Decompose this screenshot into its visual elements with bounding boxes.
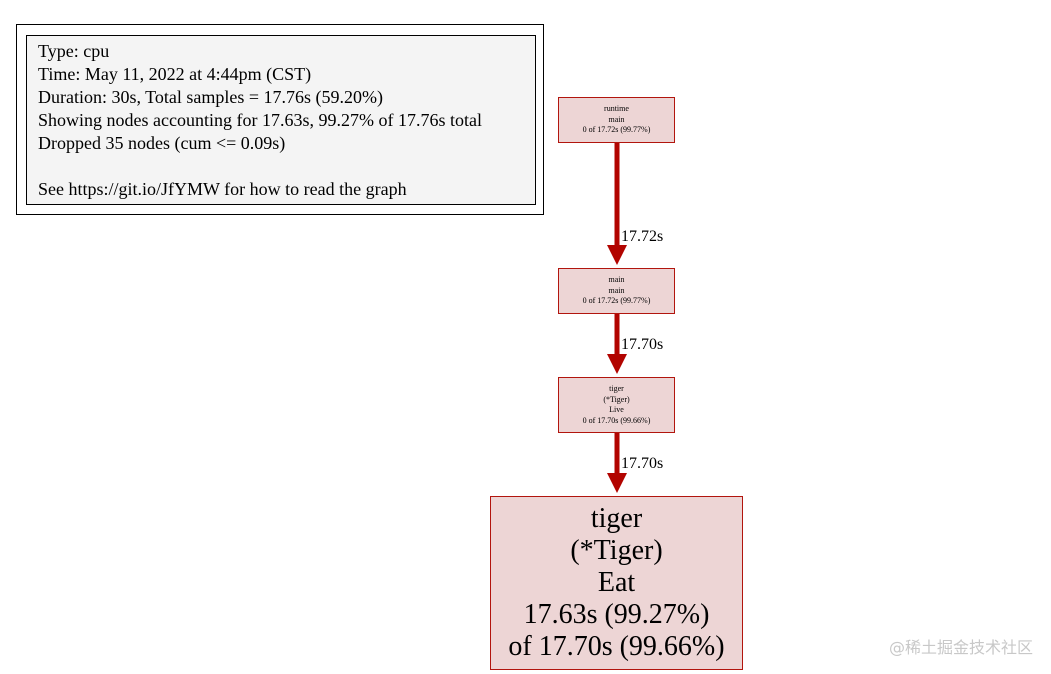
node-package: runtime xyxy=(604,104,629,114)
node-cum-cost: of 17.70s (99.66%) xyxy=(508,631,725,662)
node-cost: 0 of 17.72s (99.77%) xyxy=(582,296,651,306)
node-package: tiger xyxy=(609,384,624,393)
edge-label: 17.70s xyxy=(621,336,664,353)
legend-type: Type: cpu xyxy=(38,41,110,61)
watermark: @稀土掘金技术社区 xyxy=(888,638,1033,657)
node-runtime-main[interactable]: runtime main 0 of 17.72s (99.77%) xyxy=(558,97,675,143)
legend-box: Type: cpu Time: May 11, 2022 at 4:44pm (… xyxy=(16,24,544,215)
edge-label: 17.72s xyxy=(621,228,664,245)
legend-duration: Duration: 30s, Total samples = 17.76s (5… xyxy=(38,87,384,107)
legend-help-link[interactable]: See https://git.io/JfYMW for how to read… xyxy=(38,179,407,199)
node-function: main xyxy=(608,285,625,295)
node-function: Live xyxy=(609,405,624,414)
node-package: tiger xyxy=(590,503,643,534)
legend-showing: Showing nodes accounting for 17.63s, 99.… xyxy=(38,110,482,130)
node-tiger-live[interactable]: tiger (*Tiger) Live 0 of 17.70s (99.66%) xyxy=(558,377,675,433)
node-cost: 0 of 17.70s (99.66%) xyxy=(582,415,651,425)
node-cost: 0 of 17.72s (99.77%) xyxy=(582,125,651,135)
edge-label: 17.70s xyxy=(621,455,664,472)
node-flat-cost: 17.63s (99.27%) xyxy=(523,599,710,630)
node-package: main xyxy=(608,275,625,285)
node-receiver: (*Tiger) xyxy=(603,394,630,404)
node-function: Eat xyxy=(597,567,636,598)
node-receiver: (*Tiger) xyxy=(570,535,663,566)
node-function: main xyxy=(608,114,625,124)
node-main-main[interactable]: main main 0 of 17.72s (99.77%) xyxy=(558,268,675,314)
node-tiger-eat[interactable]: tiger (*Tiger) Eat 17.63s (99.27%) of 17… xyxy=(490,496,743,670)
legend-dropped: Dropped 35 nodes (cum <= 0.09s) xyxy=(38,133,286,153)
legend-time: Time: May 11, 2022 at 4:44pm (CST) xyxy=(38,64,312,84)
legend-inner: Type: cpu Time: May 11, 2022 at 4:44pm (… xyxy=(26,35,536,205)
